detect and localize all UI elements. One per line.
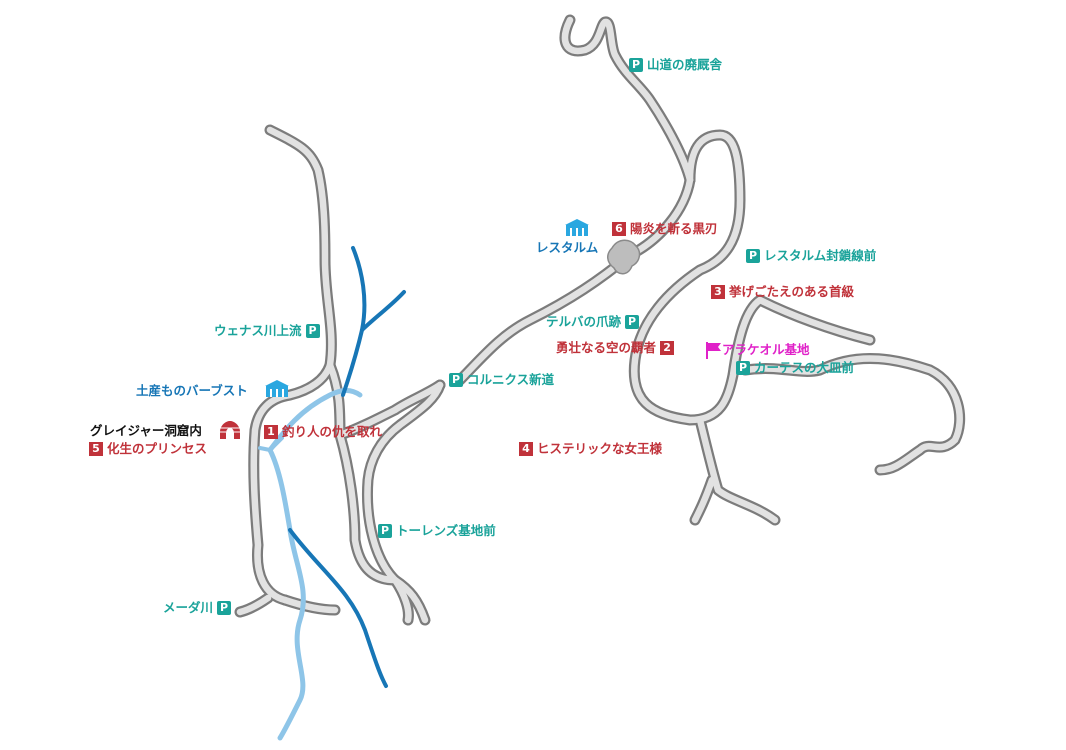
place-label: メーダ川 xyxy=(163,600,214,615)
fate-6[interactable]: 6 陽炎を斬る黒刃 xyxy=(612,221,718,237)
settlement-restalm[interactable]: レスタルム xyxy=(536,240,598,256)
place-label: アラケオル基地 xyxy=(722,342,810,357)
place-label: カーテスの大皿前 xyxy=(754,360,855,375)
place-label: レスタルム封鎖線前 xyxy=(764,248,877,263)
place-label: レスタルム xyxy=(536,240,599,255)
parking-icon: P xyxy=(378,524,392,538)
place-label: 土産ものバーブスト xyxy=(136,383,248,398)
parking-torrens[interactable]: P トーレンズ基地前 xyxy=(378,523,496,539)
settlement-tosan[interactable]: 土産ものバーブスト xyxy=(136,383,248,399)
parking-cartese[interactable]: P カーテスの大皿前 xyxy=(736,360,854,376)
fate-label: 釣り人の仇を取れ xyxy=(282,424,383,439)
place-label: 山道の廃厩舎 xyxy=(647,57,723,72)
restalm-area xyxy=(607,239,641,275)
place-label: コルニクス新道 xyxy=(467,372,555,387)
flag-arakeoru[interactable]: アラケオル基地 xyxy=(722,342,810,358)
parking-icon: P xyxy=(736,361,750,375)
parking-icon: P xyxy=(625,315,640,329)
river-system xyxy=(258,246,406,741)
place-label: テルバの爪跡 xyxy=(546,314,622,329)
parking-icon: P xyxy=(305,324,320,338)
fate-number-icon: 2 xyxy=(660,341,675,355)
fate-label: 勇壮なる空の覇者 xyxy=(556,340,657,355)
fate-label: 陽炎を斬る黒刃 xyxy=(630,221,718,236)
fate-label: ヒステリックな女王様 xyxy=(537,441,663,456)
fate-number-icon: 5 xyxy=(89,442,103,456)
parking-icon: P xyxy=(629,58,643,72)
cave-entrance-icon xyxy=(220,421,240,439)
parking-icon: P xyxy=(449,373,463,387)
fate-3[interactable]: 3 挙げごたえのある首級 xyxy=(711,284,854,300)
parking-icon: P xyxy=(217,601,232,615)
place-label: トーレンズ基地前 xyxy=(396,523,496,538)
fate-label: 化生のプリンセス xyxy=(107,441,208,456)
fate-5[interactable]: 5 化生のプリンセス xyxy=(89,441,207,457)
fate-1[interactable]: 1 釣り人の仇を取れ xyxy=(264,424,382,440)
fate-number-icon: 4 xyxy=(519,442,533,456)
fate-label: 挙げごたえのある首級 xyxy=(729,284,855,299)
settlement-icon[interactable] xyxy=(564,218,590,238)
cave-glacier[interactable]: グレイジャー洞窟内 xyxy=(90,423,202,439)
flag-icon xyxy=(706,342,721,359)
place-label: グレイジャー洞窟内 xyxy=(90,423,202,438)
fate-number-icon: 6 xyxy=(612,222,626,236)
settlement-icon[interactable] xyxy=(264,379,290,399)
parking-sando[interactable]: P 山道の廃厩舎 xyxy=(629,57,722,73)
fate-number-icon: 1 xyxy=(264,425,278,439)
fate-4[interactable]: 4 ヒステリックな女王様 xyxy=(519,441,662,457)
parking-kolnix[interactable]: P コルニクス新道 xyxy=(449,372,554,388)
parking-icon: P xyxy=(746,249,760,263)
place-label: ウェナス川上流 xyxy=(214,323,302,338)
fate-number-icon: 3 xyxy=(711,285,725,299)
parking-restalm-front[interactable]: P レスタルム封鎖線前 xyxy=(746,248,876,264)
